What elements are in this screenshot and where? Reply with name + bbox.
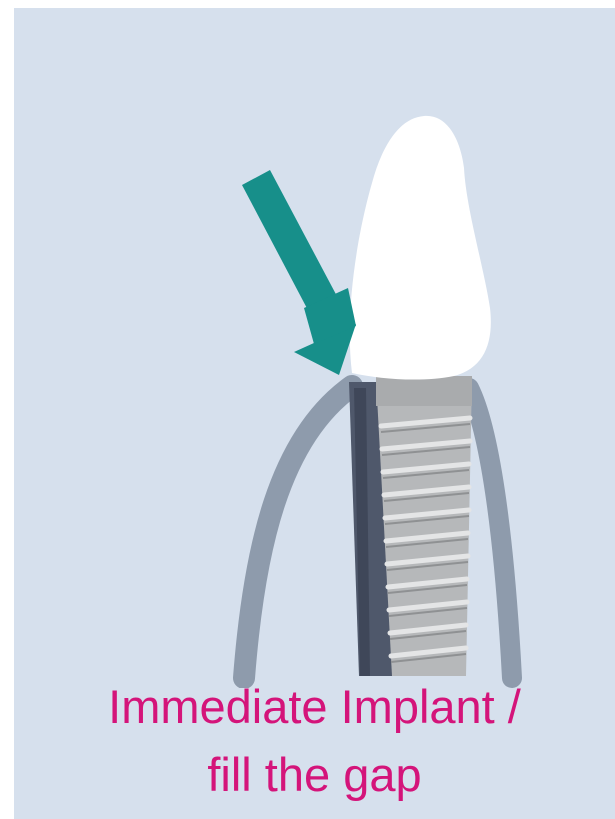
caption-line-2: fill the gap [14, 741, 615, 809]
implant-screw-icon [349, 376, 472, 676]
caption-line-1: Immediate Implant / [14, 673, 615, 741]
dental-crown-icon [350, 116, 491, 380]
caption: Immediate Implant / fill the gap [14, 673, 615, 809]
pointer-arrow-icon [242, 170, 356, 375]
diagram-panel: Immediate Implant / fill the gap [14, 8, 615, 819]
implant-illustration [14, 8, 615, 688]
